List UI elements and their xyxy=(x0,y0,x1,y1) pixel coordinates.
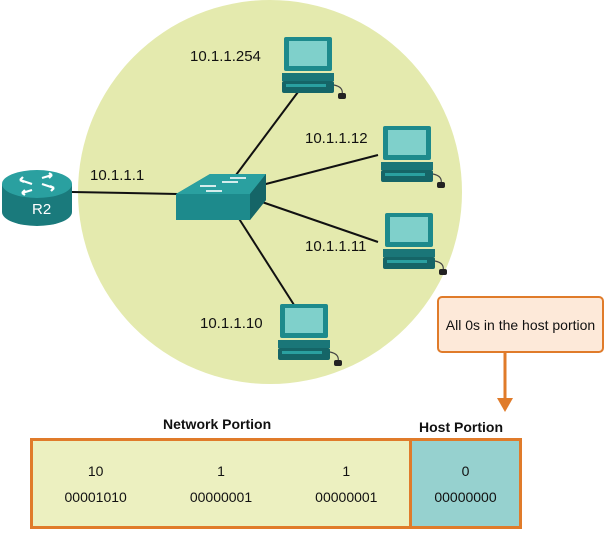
callout-text: All 0s in the host portion xyxy=(445,316,596,333)
octet-binary: 00000001 xyxy=(189,488,253,505)
router-ip-label: 10.1.1.1 xyxy=(90,167,145,184)
network-circle xyxy=(78,0,462,384)
switch-host3-link xyxy=(261,201,379,243)
switch-host4-link xyxy=(235,213,297,309)
octet: 1 00000001 xyxy=(158,441,283,526)
octet-binary: 00001010 xyxy=(64,488,127,505)
host-ip-label: 10.1.1.11 xyxy=(305,238,367,255)
router-icon xyxy=(2,170,72,226)
octet-decimal: 0 xyxy=(461,462,470,479)
host-portion-header: Host Portion xyxy=(419,419,503,435)
host-ip-label: 10.1.1.254 xyxy=(190,48,261,65)
octet-binary: 00000001 xyxy=(315,488,378,505)
host-ip-label: 10.1.1.10 xyxy=(200,315,263,332)
host-portion-callout: All 0s in the host portion xyxy=(437,296,604,353)
octet-decimal: 1 xyxy=(342,462,351,479)
octet: 10 00001010 xyxy=(33,441,158,526)
router-label: R2 xyxy=(32,201,52,218)
switch-host2-link xyxy=(261,154,379,186)
octet-decimal: 1 xyxy=(217,462,225,479)
host-ip-label: 10.1.1.12 xyxy=(305,130,368,147)
network-portion-header: Network Portion xyxy=(163,416,272,432)
network-portion: 10 00001010 1 00000001 1 00000001 xyxy=(33,441,409,526)
octet-binary: 00000000 xyxy=(434,488,497,505)
switch-host1-link xyxy=(235,91,299,176)
octet-decimal: 10 xyxy=(87,462,104,479)
host-portion: 0 00000000 xyxy=(409,441,519,526)
switch-icon xyxy=(176,174,266,220)
octet: 0 00000000 xyxy=(412,441,519,526)
address-portion-table: 10 00001010 1 00000001 1 00000001 0 0000… xyxy=(30,438,522,529)
callout-arrowhead xyxy=(497,398,513,412)
octet: 1 00000001 xyxy=(284,441,409,526)
router-switch-link xyxy=(71,191,179,195)
